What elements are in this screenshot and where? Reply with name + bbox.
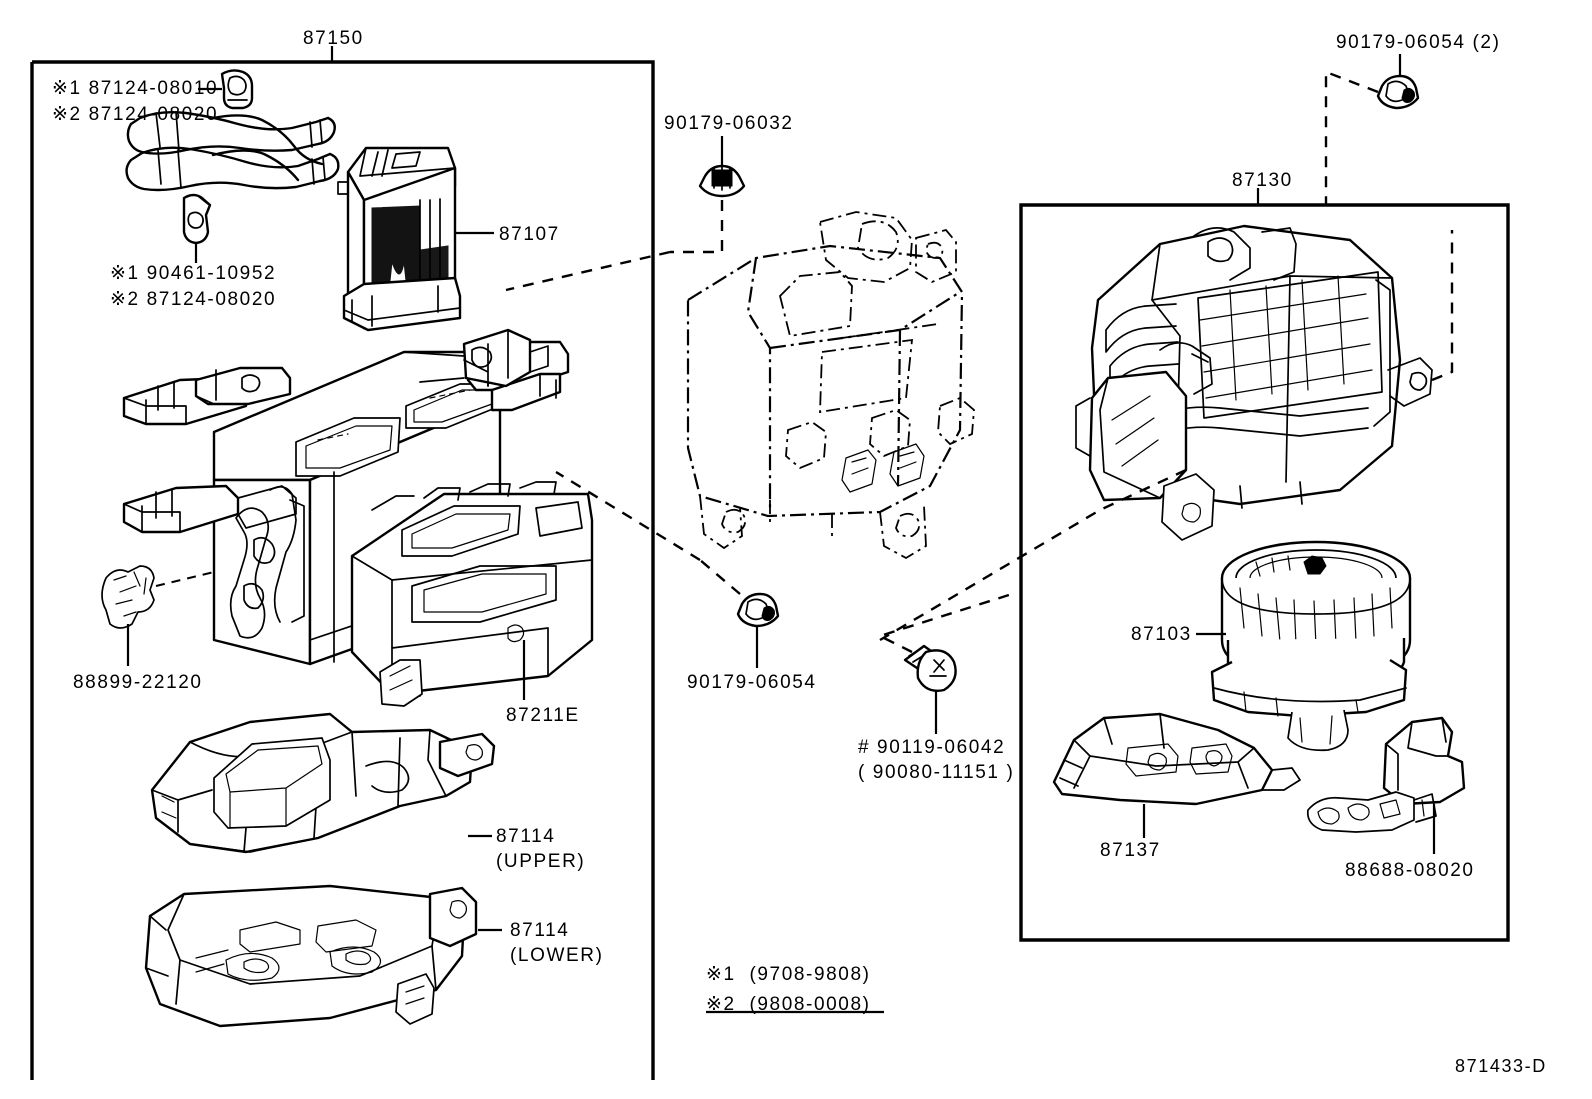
group-label-87130: 87130 [1232, 170, 1293, 191]
label-nut-90179-06054-topright: 90179-06054 (2) [1336, 32, 1501, 53]
legend-range-1: (9708-9808) [749, 964, 871, 985]
duct-upper-87114 [150, 712, 496, 854]
label-hose-clamp-2: ※2 87124-08020 [52, 104, 219, 125]
legend-mark-2: ※2 [706, 994, 736, 1015]
blower-motor-87103 [1196, 540, 1412, 752]
label-bolt-90119-06042: # 90119-06042 [858, 737, 1006, 758]
legend-range-2: (9808-0008) [749, 994, 871, 1015]
diagram-id: 871433-D [1455, 1056, 1547, 1076]
nut-90179-06032 [505, 136, 746, 292]
legend-mark-1: ※1 [706, 964, 736, 985]
label-bolt-90080-11151: ( 90080-11151 ) [858, 762, 1015, 783]
label-blower-motor-87103: 87103 [1131, 624, 1192, 645]
label-nut-90179-06032: 90179-06032 [664, 113, 794, 134]
label-hose-clamp-1: ※1 87124-08010 [52, 78, 219, 99]
case-linkage [229, 485, 305, 639]
label-bracket-87137: 87137 [1100, 840, 1161, 861]
label-duct-upper-num: 87114 [496, 826, 556, 847]
label-hose-clip-2: ※2 87124-08020 [110, 289, 277, 310]
label-duct-lower-pos: (LOWER) [510, 945, 604, 966]
label-heater-core-87107: 87107 [499, 224, 560, 245]
group-label-87150: 87150 [303, 28, 364, 49]
label-duct-upper-pos: (UPPER) [496, 851, 586, 872]
nut-90179-06054-center [555, 470, 780, 668]
heater-case-lower-87211e [350, 481, 594, 707]
hose-clip-lower [182, 193, 212, 263]
hose-clamp-upper [198, 69, 254, 110]
heater-core [337, 146, 494, 332]
bolt-90119-06042 [876, 592, 1013, 734]
label-hose-clip-1: ※1 90461-10952 [110, 263, 277, 284]
center-cooling-unit-phantom [686, 211, 975, 560]
damper-servo [101, 565, 215, 666]
label-damper-servo: 88899-22120 [73, 672, 203, 693]
resistor-clip-88688-08020 [1306, 716, 1466, 854]
blower-case-87130 [879, 224, 1454, 642]
label-case-87211e: 87211E [506, 705, 580, 726]
label-nut-90179-06054-center: 90179-06054 [687, 672, 817, 693]
legend-row-1: ※1 (9708-9808) [706, 960, 871, 990]
duct-lower-87114 [144, 884, 502, 1028]
nut-90179-06054-topright [1324, 54, 1420, 206]
group-box-heater [30, 46, 655, 1080]
blower-bracket-87137 [1052, 712, 1301, 838]
legend-row-2: ※2 (9808-0008) [706, 990, 871, 1020]
case-top-bracket [403, 328, 549, 388]
group-box-blower [1019, 188, 1510, 942]
label-resistor-clip-88688: 88688-08020 [1345, 860, 1475, 881]
label-duct-lower-num: 87114 [510, 920, 570, 941]
heater-hoses [125, 110, 340, 192]
